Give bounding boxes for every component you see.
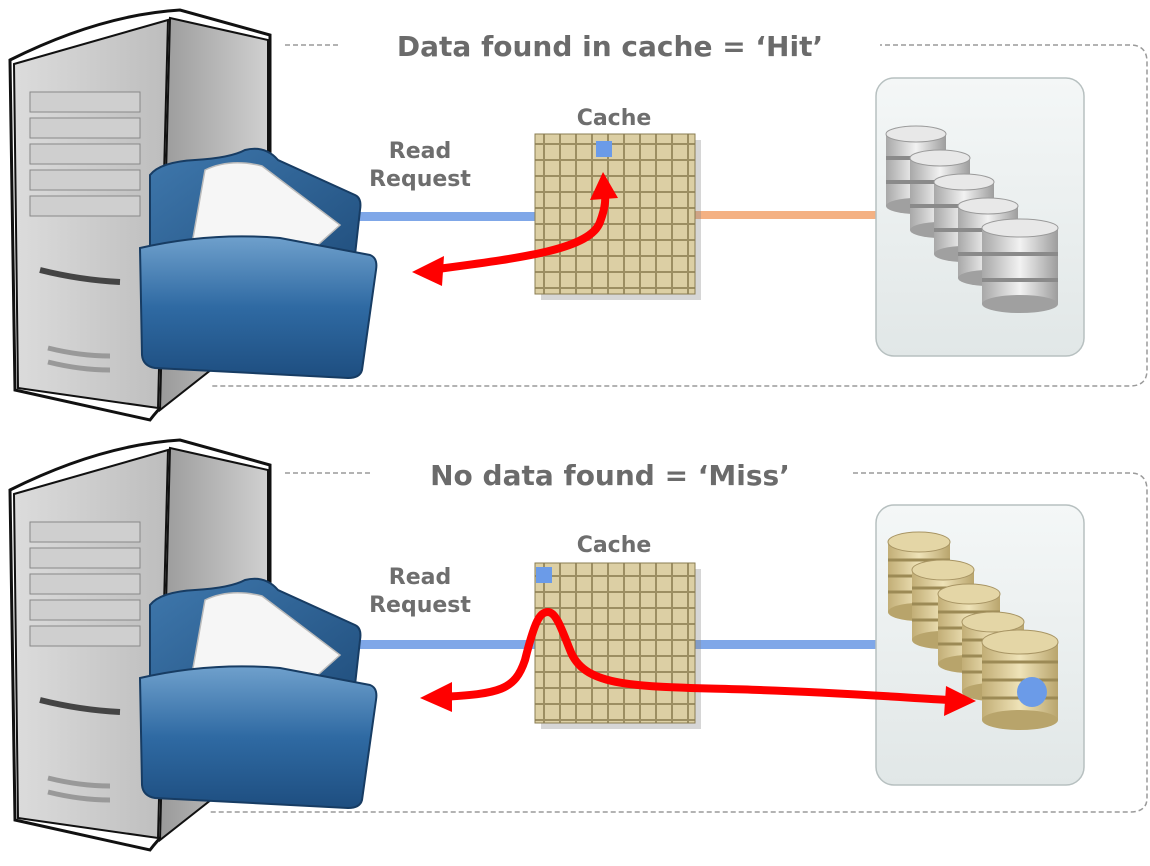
read-request-label: Request	[369, 593, 471, 618]
cache-grid	[534, 562, 701, 729]
storage-line	[690, 211, 880, 219]
cache-hit-cell	[596, 141, 612, 157]
read-request-line	[355, 212, 540, 221]
hit-data-arrow	[412, 172, 618, 286]
hit-panel-title: Data found in cache = ‘Hit’	[397, 30, 823, 63]
storage-line	[690, 640, 880, 649]
read-request-line	[355, 640, 540, 649]
cache-label: Cache	[577, 106, 652, 131]
database-icon	[887, 531, 1059, 730]
read-request-label: Read	[389, 565, 451, 590]
read-request-label: Read	[389, 139, 451, 164]
hit-panel: Data found in cache = ‘Hit’ Read Request…	[8, 8, 1148, 422]
cache-fill-cell	[536, 567, 552, 583]
storage-box	[875, 504, 1085, 786]
cache-grid	[534, 133, 701, 300]
miss-panel: No data found = ‘Miss’ Read Request Cach…	[8, 438, 1148, 852]
read-request-label: Request	[369, 167, 471, 192]
folder-icon	[138, 577, 378, 810]
hit-panel-frame	[210, 44, 1148, 387]
storage-data-dot	[1017, 677, 1047, 707]
folder-icon	[138, 147, 378, 380]
storage-box	[875, 77, 1085, 357]
miss-panel-frame	[210, 472, 1148, 813]
cache-label: Cache	[577, 533, 652, 558]
miss-data-arrow	[420, 608, 976, 716]
database-icon	[885, 125, 1059, 313]
miss-panel-title: No data found = ‘Miss’	[430, 459, 790, 492]
